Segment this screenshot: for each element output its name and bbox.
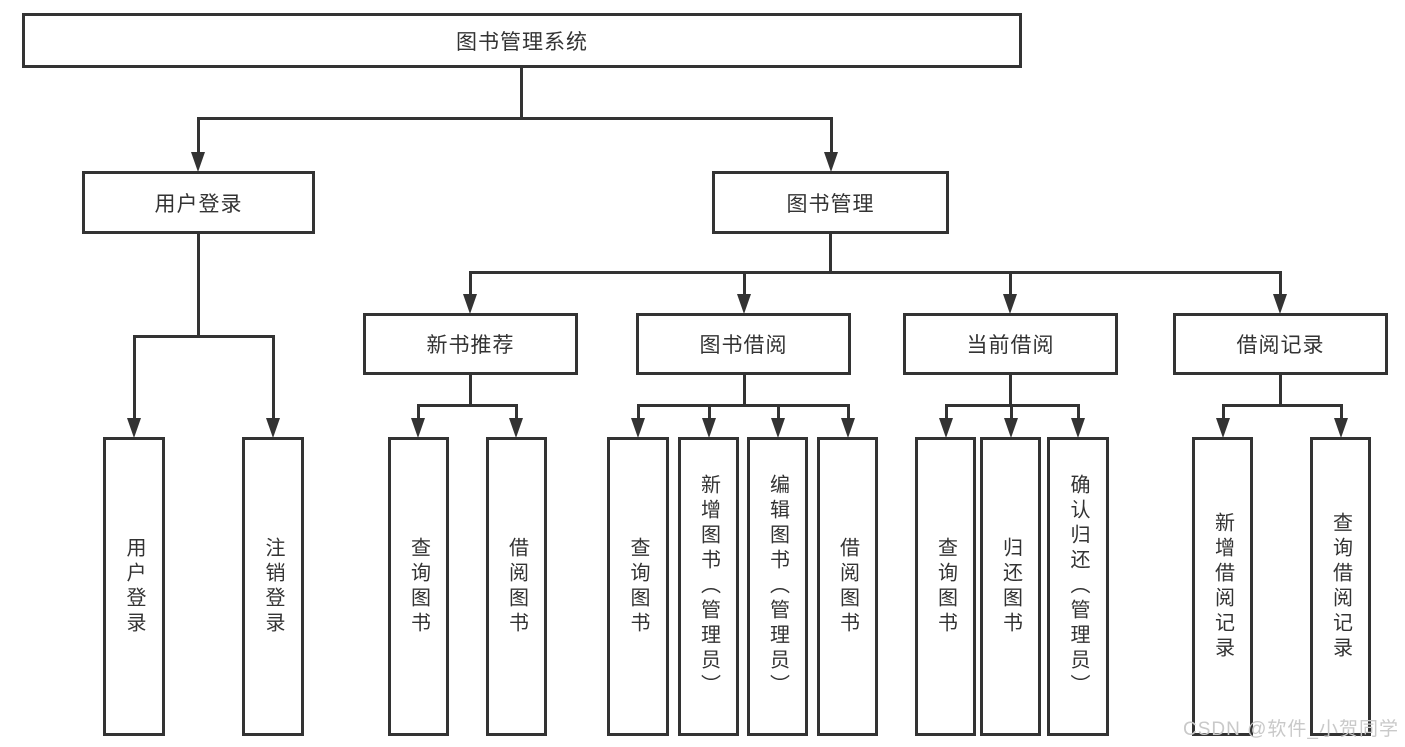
node-current-borrow: 当前借阅 (903, 313, 1118, 375)
connector-line (636, 403, 850, 407)
arrow-down-icon (939, 418, 953, 438)
arrow-down-icon (509, 418, 523, 438)
leaf-query-books-borrow: 查询图书 (607, 437, 669, 736)
connector-line (1278, 272, 1282, 296)
connector-line (1008, 375, 1012, 405)
connector-line (1278, 375, 1282, 405)
arrow-down-icon (1334, 418, 1348, 438)
connector-line (707, 405, 711, 420)
node-book-management: 图书管理 (712, 171, 949, 234)
connector-line (468, 375, 472, 405)
connector-line (196, 118, 200, 154)
connector-line (416, 405, 420, 420)
leaf-user-login: 用户登录 (103, 437, 165, 736)
arrow-down-icon (1003, 294, 1017, 314)
leaf-logout: 注销登录 (242, 437, 304, 736)
arrow-down-icon (266, 418, 280, 438)
connector-line (742, 272, 746, 296)
connector-line (829, 118, 833, 154)
node-root: 图书管理系统 (22, 13, 1022, 68)
leaf-add-borrow-record: 新增借阅记录 (1192, 437, 1253, 736)
arrow-down-icon (702, 418, 716, 438)
connector-line (1221, 405, 1225, 420)
leaf-query-books-current: 查询图书 (915, 437, 976, 736)
connector-line (514, 405, 518, 420)
watermark: CSDN @软件_小贺同学 (1183, 719, 1399, 740)
arrow-down-icon (1004, 418, 1018, 438)
arrow-down-icon (1071, 418, 1085, 438)
connector-line (636, 405, 640, 420)
connector-line (271, 336, 275, 420)
arrow-down-icon (1273, 294, 1287, 314)
arrow-down-icon (737, 294, 751, 314)
connector-line (742, 375, 746, 405)
connector-line (132, 334, 275, 338)
connector-line (1339, 405, 1343, 420)
node-borrow-records: 借阅记录 (1173, 313, 1388, 375)
connector-line (828, 234, 832, 272)
connector-line (1221, 403, 1343, 407)
leaf-return-books: 归还图书 (980, 437, 1041, 736)
arrow-down-icon (824, 152, 838, 172)
leaf-add-books-admin: 新增图书（管理员） (678, 437, 739, 736)
connector-line (846, 405, 850, 420)
connector-line (776, 405, 780, 420)
connector-line (468, 270, 1282, 274)
node-new-book-recommend: 新书推荐 (363, 313, 578, 375)
arrow-down-icon (127, 418, 141, 438)
connector-line (132, 336, 136, 420)
arrow-down-icon (841, 418, 855, 438)
leaf-query-borrow-record: 查询借阅记录 (1310, 437, 1371, 736)
leaf-borrow-books-recommend: 借阅图书 (486, 437, 547, 736)
leaf-edit-books-admin: 编辑图书（管理员） (747, 437, 808, 736)
leaf-confirm-return-admin: 确认归还（管理员） (1047, 437, 1109, 736)
connector-line (416, 403, 518, 407)
connector-line (468, 272, 472, 296)
connector-line (944, 403, 1080, 407)
arrow-down-icon (1216, 418, 1230, 438)
connector-line (1076, 405, 1080, 420)
connector-line (1009, 405, 1013, 420)
leaf-borrow-books: 借阅图书 (817, 437, 878, 736)
connector-line (196, 234, 200, 336)
connector-line (519, 68, 523, 118)
arrow-down-icon (411, 418, 425, 438)
arrow-down-icon (771, 418, 785, 438)
node-book-borrow: 图书借阅 (636, 313, 851, 375)
connector-line (1008, 272, 1012, 296)
arrow-down-icon (191, 152, 205, 172)
node-user-login: 用户登录 (82, 171, 315, 234)
leaf-query-books-recommend: 查询图书 (388, 437, 449, 736)
connector-line (196, 116, 833, 120)
arrow-down-icon (463, 294, 477, 314)
connector-line (944, 405, 948, 420)
arrow-down-icon (631, 418, 645, 438)
